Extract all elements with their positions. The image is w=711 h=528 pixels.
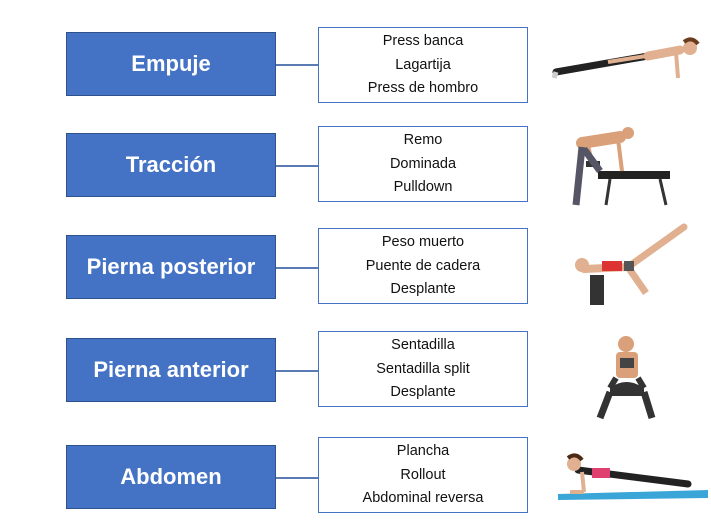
exercise-list-empuje: Press banca Lagartija Press de hombro [318, 27, 528, 103]
exercise-item: Desplante [390, 281, 456, 298]
exercise-item: Dominada [389, 155, 457, 172]
exercise-item: Sentadilla split [376, 360, 470, 377]
exercise-list-traccion: Remo Dominada Pulldown [318, 126, 528, 202]
group-row-empuje: Empuje Press banca Lagartija Press de ho… [0, 14, 711, 114]
exercise-item: Sentadilla [391, 337, 455, 354]
category-box-traccion: Tracción [66, 133, 276, 197]
exercise-item: Peso muerto [381, 234, 465, 251]
exercise-item: Lagartija [395, 56, 451, 73]
dumbbell-row-figure-icon [548, 115, 711, 215]
exercise-list-pierna-anterior: Sentadilla Sentadilla split Desplante [318, 331, 528, 407]
category-box-pierna-posterior: Pierna posterior [66, 235, 276, 299]
pushup-figure-icon [548, 14, 711, 114]
exercise-item: Press de hombro [367, 80, 479, 97]
exercise-item: Abdominal reversa [362, 490, 484, 507]
category-box-pierna-anterior: Pierna anterior [66, 338, 276, 402]
group-row-traccion: Tracción Remo Dominada Pulldown [0, 115, 711, 215]
category-label: Abdomen [120, 464, 222, 489]
connector-line [276, 267, 318, 269]
connector-line [276, 477, 318, 479]
group-row-pierna-anterior: Pierna anterior Sentadilla Sentadilla sp… [0, 322, 711, 422]
group-row-pierna-posterior: Pierna posterior Peso muerto Puente de c… [0, 217, 711, 317]
exercise-list-abdomen: Plancha Rollout Abdominal reversa [318, 437, 528, 513]
category-box-abdomen: Abdomen [66, 445, 276, 509]
exercise-item: Desplante [390, 384, 456, 401]
category-label: Pierna posterior [86, 254, 256, 279]
hip-bridge-figure-icon [548, 217, 711, 317]
exercise-list-pierna-posterior: Peso muerto Puente de cadera Desplante [318, 228, 528, 304]
connector-line [276, 165, 318, 167]
connector-line [276, 64, 318, 66]
exercise-item: Plancha [396, 443, 450, 460]
goblet-squat-figure-icon [548, 322, 711, 422]
category-box-empuje: Empuje [66, 32, 276, 96]
category-label: Pierna anterior [93, 357, 249, 382]
connector-line [276, 370, 318, 372]
plank-figure-icon [548, 428, 711, 528]
exercise-item: Press banca [382, 33, 464, 50]
category-label: Tracción [125, 152, 217, 177]
category-label: Empuje [131, 51, 211, 76]
exercise-item: Puente de cadera [365, 257, 481, 274]
exercise-item: Pulldown [393, 179, 453, 196]
exercise-item: Rollout [400, 466, 446, 483]
exercise-item: Remo [403, 132, 443, 149]
group-row-abdomen: Abdomen Plancha Rollout Abdominal revers… [0, 428, 711, 528]
